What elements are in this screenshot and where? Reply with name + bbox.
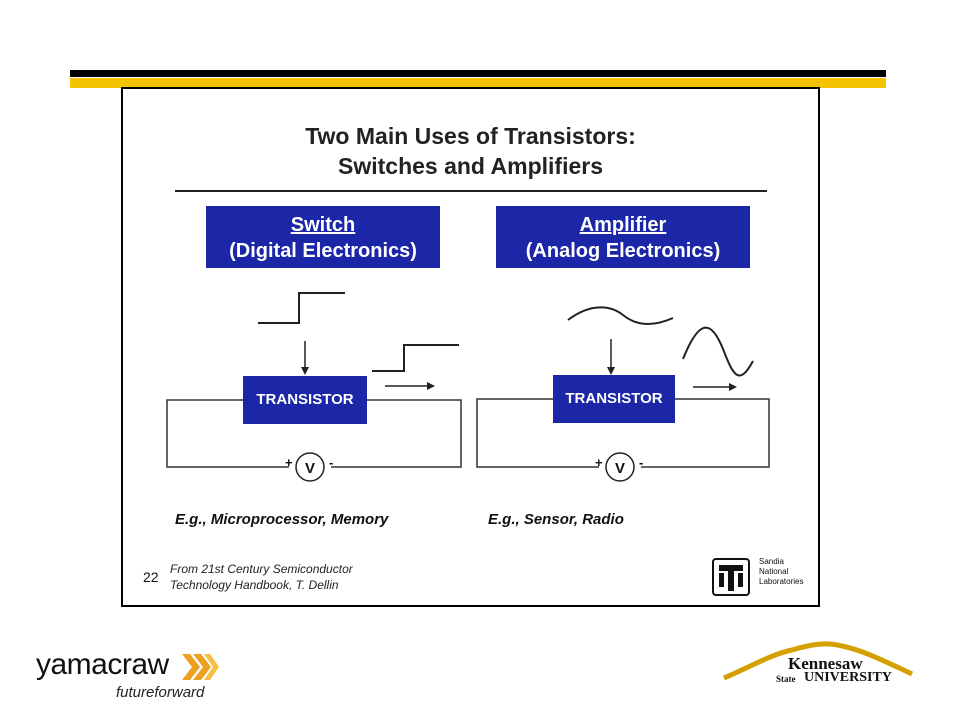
- source-line1: From 21st Century Semiconductor: [170, 562, 353, 576]
- page-number: 22: [143, 569, 159, 585]
- right-sine-output-signal: [682, 326, 754, 377]
- left-step-output-signal: [372, 344, 459, 372]
- left-circuit-wire: [166, 399, 289, 468]
- ksu-state-text: State: [776, 674, 796, 684]
- yamacraw-tagline: futureforward: [116, 684, 205, 701]
- ksu-wordmark-line2: UNIVERSITY: [804, 670, 892, 685]
- right-plus-sign: +: [595, 455, 603, 470]
- switch-heading-box: Switch (Digital Electronics): [206, 206, 440, 268]
- right-circuit-wire: [476, 398, 599, 468]
- amplifier-example: E.g., Sensor, Radio: [488, 511, 624, 528]
- right-transistor-block: TRANSISTOR: [553, 375, 675, 423]
- source-citation: From 21st Century Semiconductor Technolo…: [170, 561, 353, 593]
- left-plus-sign: +: [285, 455, 293, 470]
- yamacraw-wordmark: yamacraw: [36, 648, 169, 681]
- left-minus-sign: -: [329, 455, 333, 470]
- amplifier-subheading: (Analog Electronics): [525, 240, 721, 262]
- yamacraw-chevrons-icon: [182, 654, 219, 680]
- sandia-thunderbird-icon: [712, 558, 750, 596]
- title-divider: [175, 190, 767, 192]
- right-voltage-source: [605, 452, 635, 482]
- sandia-logo-text: Sandia National Laboratories: [759, 557, 804, 586]
- source-line2: Technology Handbook, T. Dellin: [170, 578, 339, 592]
- switch-subheading: (Digital Electronics): [229, 240, 417, 262]
- slide-title-line2: Switches and Amplifiers: [338, 153, 603, 179]
- left-transistor-block: TRANSISTOR: [243, 376, 367, 424]
- header-bar-black: [70, 70, 886, 77]
- left-voltage-source: [295, 452, 325, 482]
- right-sine-input-signal: [567, 306, 674, 325]
- ksu-mountain-icon: [723, 641, 914, 681]
- left-step-input-signal: [258, 292, 345, 324]
- ksu-wordmark-line1: Kennesaw: [788, 654, 863, 673]
- switch-heading: Switch: [290, 214, 356, 236]
- slide-title: Two Main Uses of Transistors: Switches a…: [123, 121, 818, 181]
- amplifier-heading: Amplifier: [579, 214, 667, 236]
- amplifier-heading-box: Amplifier (Analog Electronics): [496, 206, 750, 268]
- right-minus-sign: -: [639, 455, 643, 470]
- right-source-label: V: [615, 460, 625, 477]
- switch-example: E.g., Microprocessor, Memory: [175, 511, 389, 528]
- slide-frame: V + - V + - Two Main Uses of Transistors…: [121, 87, 820, 607]
- sandia-logo: Sandia National Laboratories: [711, 555, 817, 603]
- circuit-diagram: V + - V + -: [166, 292, 770, 482]
- header-bar-gold: [70, 78, 886, 88]
- ksu-logo: Kennesaw State UNIVERSITY: [722, 640, 918, 692]
- slide-title-line1: Two Main Uses of Transistors:: [305, 123, 636, 149]
- left-source-label: V: [305, 460, 315, 477]
